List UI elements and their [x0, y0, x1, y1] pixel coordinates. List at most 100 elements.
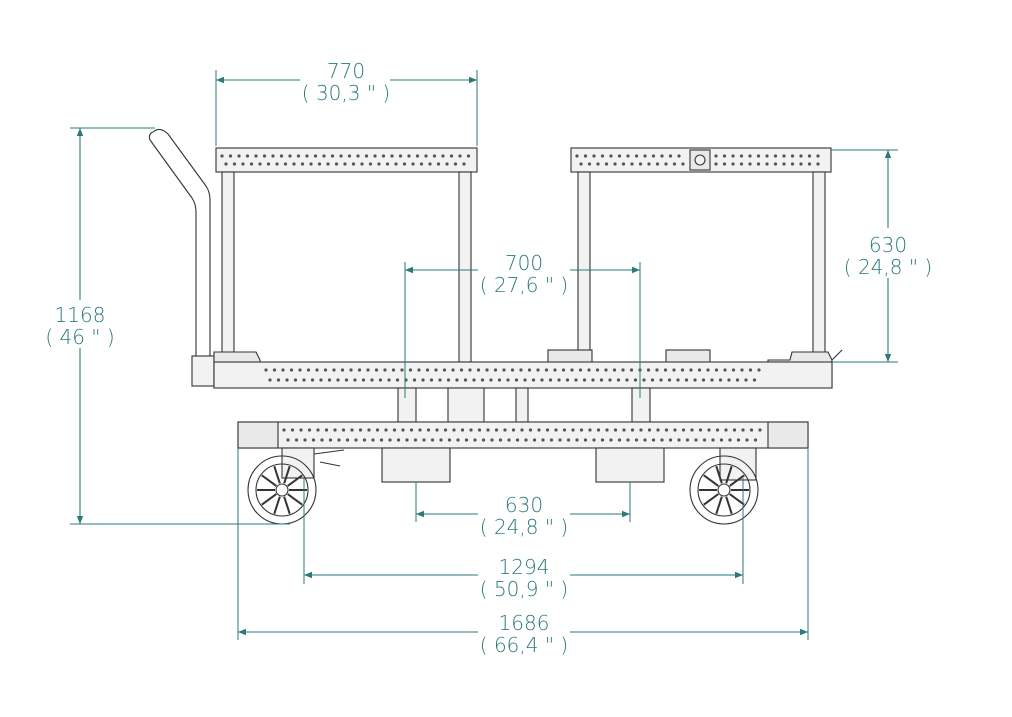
wheel-spoke — [261, 493, 277, 506]
frame-hole — [317, 162, 322, 166]
frame-hole — [596, 162, 600, 166]
frame-hole — [639, 428, 643, 432]
frame-hole — [566, 438, 571, 442]
frame-hole — [718, 378, 723, 382]
frame-hole — [554, 428, 558, 432]
frame-hole — [617, 154, 622, 158]
frame-hole — [634, 154, 639, 158]
wheel-spoke — [729, 493, 745, 506]
frame-hole — [701, 378, 706, 382]
frame-hole — [316, 428, 320, 432]
frame-hole — [232, 162, 237, 166]
svg-text:( 46 " ): ( 46 " ) — [45, 325, 114, 349]
frame-hole — [311, 438, 316, 442]
frame-hole — [422, 438, 426, 442]
frame-hole — [333, 428, 337, 432]
frame-hole — [714, 368, 719, 372]
frame-hole — [617, 438, 622, 442]
frame-hole — [466, 154, 471, 158]
frame-hole — [537, 428, 541, 432]
left-top-frame — [215, 147, 478, 173]
frame-hole — [366, 368, 370, 372]
frame-hole — [757, 368, 761, 372]
ballast-box-left — [381, 447, 451, 483]
frame-hole — [748, 154, 752, 158]
frame-hole — [272, 368, 277, 372]
svg-text:1168: 1168 — [55, 303, 106, 327]
svg-text:( 24,8 " ): ( 24,8 " ) — [844, 255, 932, 279]
frame-hole — [418, 428, 422, 432]
post-left-inner — [458, 171, 472, 363]
frame-hole — [735, 378, 740, 382]
frame-hole — [807, 162, 812, 166]
frame-hole — [531, 378, 536, 382]
frame-hole — [426, 428, 431, 432]
frame-hole — [497, 378, 502, 382]
frame-hole — [756, 162, 761, 166]
frame-hole — [741, 428, 745, 432]
frame-hole — [452, 428, 456, 432]
support-center — [447, 387, 485, 423]
frame-hole — [349, 368, 353, 372]
frame-hole — [773, 162, 778, 166]
frame-hole — [275, 162, 279, 166]
frame-hole — [493, 368, 498, 372]
frame-hole — [672, 368, 676, 372]
frame-hole — [425, 368, 430, 372]
frame-hole — [424, 154, 428, 158]
frame-hole — [286, 438, 290, 442]
frame-hole — [320, 438, 324, 442]
frame-hole — [578, 368, 583, 372]
lower-end-right — [767, 421, 809, 449]
frame-hole — [510, 368, 515, 372]
frame-hole — [445, 162, 449, 166]
frame-hole — [299, 428, 303, 432]
frame-hole — [663, 368, 668, 372]
frame-hole — [339, 154, 343, 158]
frame-hole — [381, 154, 386, 158]
frame-hole — [456, 438, 460, 442]
frame-hole — [643, 154, 647, 158]
handle-tube — [152, 128, 211, 362]
frame-hole — [672, 162, 677, 166]
frame-hole — [405, 438, 409, 442]
frame-hole — [341, 428, 346, 432]
frame-hole — [724, 428, 728, 432]
frame-hole — [591, 378, 595, 382]
frame-hole — [565, 378, 570, 382]
frame-hole — [375, 428, 380, 432]
frame-hole — [740, 368, 744, 372]
frame-hole — [621, 368, 625, 372]
frame-hole — [282, 428, 286, 432]
frame-hole — [773, 154, 778, 158]
frame-hole — [633, 378, 638, 382]
svg-text:630: 630 — [505, 493, 543, 517]
frame-hole — [583, 438, 588, 442]
frame-hole — [447, 438, 452, 442]
frame-hole — [587, 368, 591, 372]
frame-hole — [300, 162, 305, 166]
frame-hole — [224, 162, 228, 166]
wheel-spoke — [273, 465, 281, 484]
frame-hole — [434, 368, 438, 372]
dimension-overall-height: 1168 ( 46 " ) — [44, 127, 290, 525]
lower-frame — [237, 421, 809, 449]
frame-hole — [646, 368, 651, 372]
frame-hole — [609, 438, 613, 442]
frame-hole — [723, 368, 727, 372]
frame-hole — [468, 368, 472, 372]
frame-hole — [592, 438, 596, 442]
wheel-spoke — [283, 465, 291, 484]
frame-hole — [664, 428, 669, 432]
frame-hole — [455, 378, 459, 382]
frame-hole — [374, 368, 379, 372]
frame-hole — [268, 378, 272, 382]
wheel-spoke — [261, 474, 277, 487]
frame-hole — [579, 162, 583, 166]
frame-hole — [377, 162, 381, 166]
support-2 — [515, 387, 529, 423]
wheel-spoke — [725, 465, 733, 484]
frame-hole — [782, 154, 786, 158]
frame-hole — [254, 154, 258, 158]
